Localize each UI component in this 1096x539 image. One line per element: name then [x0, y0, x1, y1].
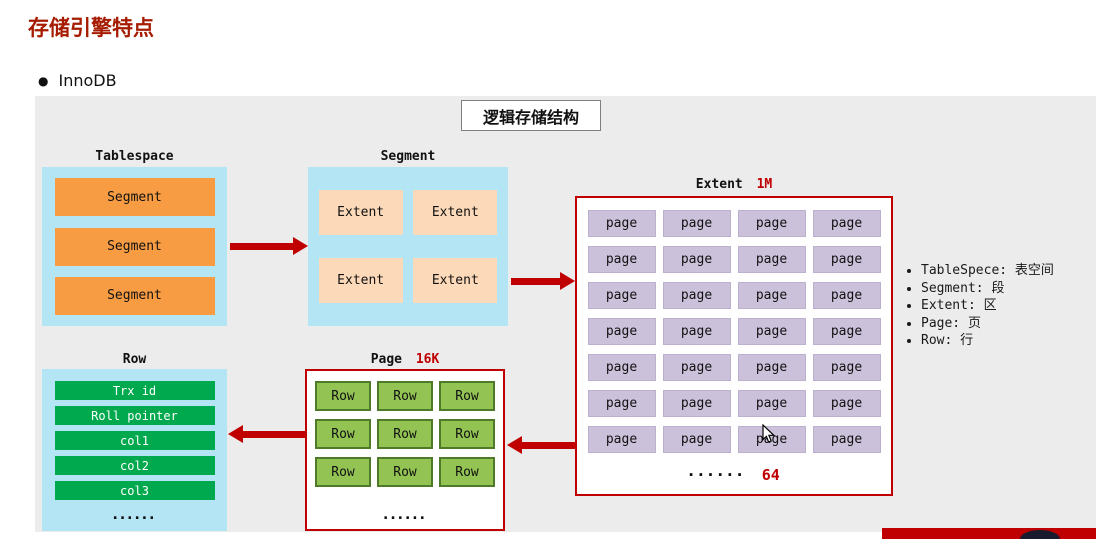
extent-label-text: Extent [695, 177, 743, 192]
mouse-cursor-icon [762, 423, 776, 448]
ellipsis-dots: ······ [688, 466, 747, 484]
page-cell: page [812, 246, 881, 273]
page-cell: page [812, 390, 881, 417]
extent-label: Extent 1M [575, 177, 893, 192]
page-cell: page [812, 426, 881, 453]
page-cell: page [737, 426, 806, 453]
page-cell: page [662, 246, 731, 273]
page-cell: page [737, 282, 806, 309]
extent-block: Extent [413, 190, 498, 235]
arrow-head [228, 425, 243, 443]
extent-block: Extent [318, 258, 403, 303]
row-cell: Row [439, 419, 495, 449]
row-ellipsis: ...... [112, 507, 157, 523]
page-cell: page [587, 282, 656, 309]
page-cell: page [587, 318, 656, 345]
extent-size-badge: 1M [756, 177, 773, 192]
row-field: col3 [54, 481, 215, 500]
row-cell: Row [377, 457, 433, 487]
page-cell: page [587, 354, 656, 381]
arrow-head [560, 272, 575, 290]
segment-block: Segment [54, 276, 215, 315]
page-cell: page [587, 390, 656, 417]
row-cell: Row [315, 457, 371, 487]
page-cell: page [662, 354, 731, 381]
segment-block: Segment [54, 178, 215, 217]
arrow-bar [243, 430, 305, 438]
arrow-head [293, 237, 308, 255]
segment-block: Segment [54, 227, 215, 266]
row-cell: Row [315, 381, 371, 411]
page-cell: page [737, 390, 806, 417]
legend: TableSpece: 表空间Segment: 段Extent: 区Page: … [905, 262, 1093, 350]
page-size-badge: 16K [415, 352, 440, 367]
extent-block: Extent [413, 258, 498, 303]
legend-list: TableSpece: 表空间Segment: 段Extent: 区Page: … [905, 262, 1093, 350]
row-cell: Row [377, 419, 433, 449]
page-cell: page [737, 354, 806, 381]
row-field: Roll pointer [54, 406, 215, 425]
page-cell: page [587, 426, 656, 453]
tablespace-label: Tablespace [95, 149, 174, 164]
extent-page-count: 64 [761, 466, 780, 484]
page-cell: page [737, 318, 806, 345]
innodb-label: InnoDB [58, 71, 117, 90]
row-cell: Row [377, 381, 433, 411]
footer-banner [882, 528, 1096, 539]
page-ellipsis: ...... [383, 507, 427, 523]
row-field: col1 [54, 431, 215, 450]
page-cell: page [737, 246, 806, 273]
innodb-bullet-row: ● InnoDB [38, 71, 117, 90]
diagram-title: 逻辑存储结构 [461, 100, 601, 131]
row-cell: Row [439, 457, 495, 487]
page-title: 存储引擎特点 [28, 16, 154, 40]
arrow-bar [522, 441, 575, 449]
legend-item: Row: 行 [921, 332, 1093, 350]
extent-ellipsis: ······ 64 [577, 466, 891, 484]
arrow-segment-to-extent-icon [511, 272, 575, 290]
page-cell: page [812, 210, 881, 237]
legend-item: Extent: 区 [921, 297, 1093, 315]
page-cell: page [812, 318, 881, 345]
row-field: col2 [54, 456, 215, 475]
row-cell: Row [439, 381, 495, 411]
bullet-icon: ● [38, 73, 49, 88]
segment-label: Segment [380, 149, 436, 164]
row-field: Trx id [54, 381, 215, 400]
page-label-text: Page [370, 352, 402, 367]
page-cell: page [587, 246, 656, 273]
legend-item: TableSpece: 表空间 [921, 262, 1093, 280]
page-label: Page 16K [305, 352, 505, 367]
row-label: Row [122, 352, 147, 367]
legend-item: Page: 页 [921, 315, 1093, 333]
page-cell: page [662, 282, 731, 309]
footer-logo-shape [1020, 530, 1060, 539]
arrow-tablespace-to-segment-icon [230, 237, 308, 255]
arrow-page-to-row-icon [228, 425, 305, 443]
arrow-head [507, 436, 522, 454]
arrow-extent-to-page-icon [507, 436, 575, 454]
extent-block: Extent [318, 190, 403, 235]
legend-item: Segment: 段 [921, 280, 1093, 298]
arrow-bar [230, 242, 293, 250]
page-cell: page [812, 282, 881, 309]
page-cell: page [662, 318, 731, 345]
page-cell: page [662, 390, 731, 417]
page-cell: page [812, 354, 881, 381]
page-cell: page [662, 426, 731, 453]
arrow-bar [511, 277, 560, 285]
page-cell: page [662, 210, 731, 237]
page-cell: page [587, 210, 656, 237]
row-cell: Row [315, 419, 371, 449]
row-box: Trx id Roll pointer col1 col2 col3 ...... [42, 369, 227, 531]
page-cell: page [737, 210, 806, 237]
